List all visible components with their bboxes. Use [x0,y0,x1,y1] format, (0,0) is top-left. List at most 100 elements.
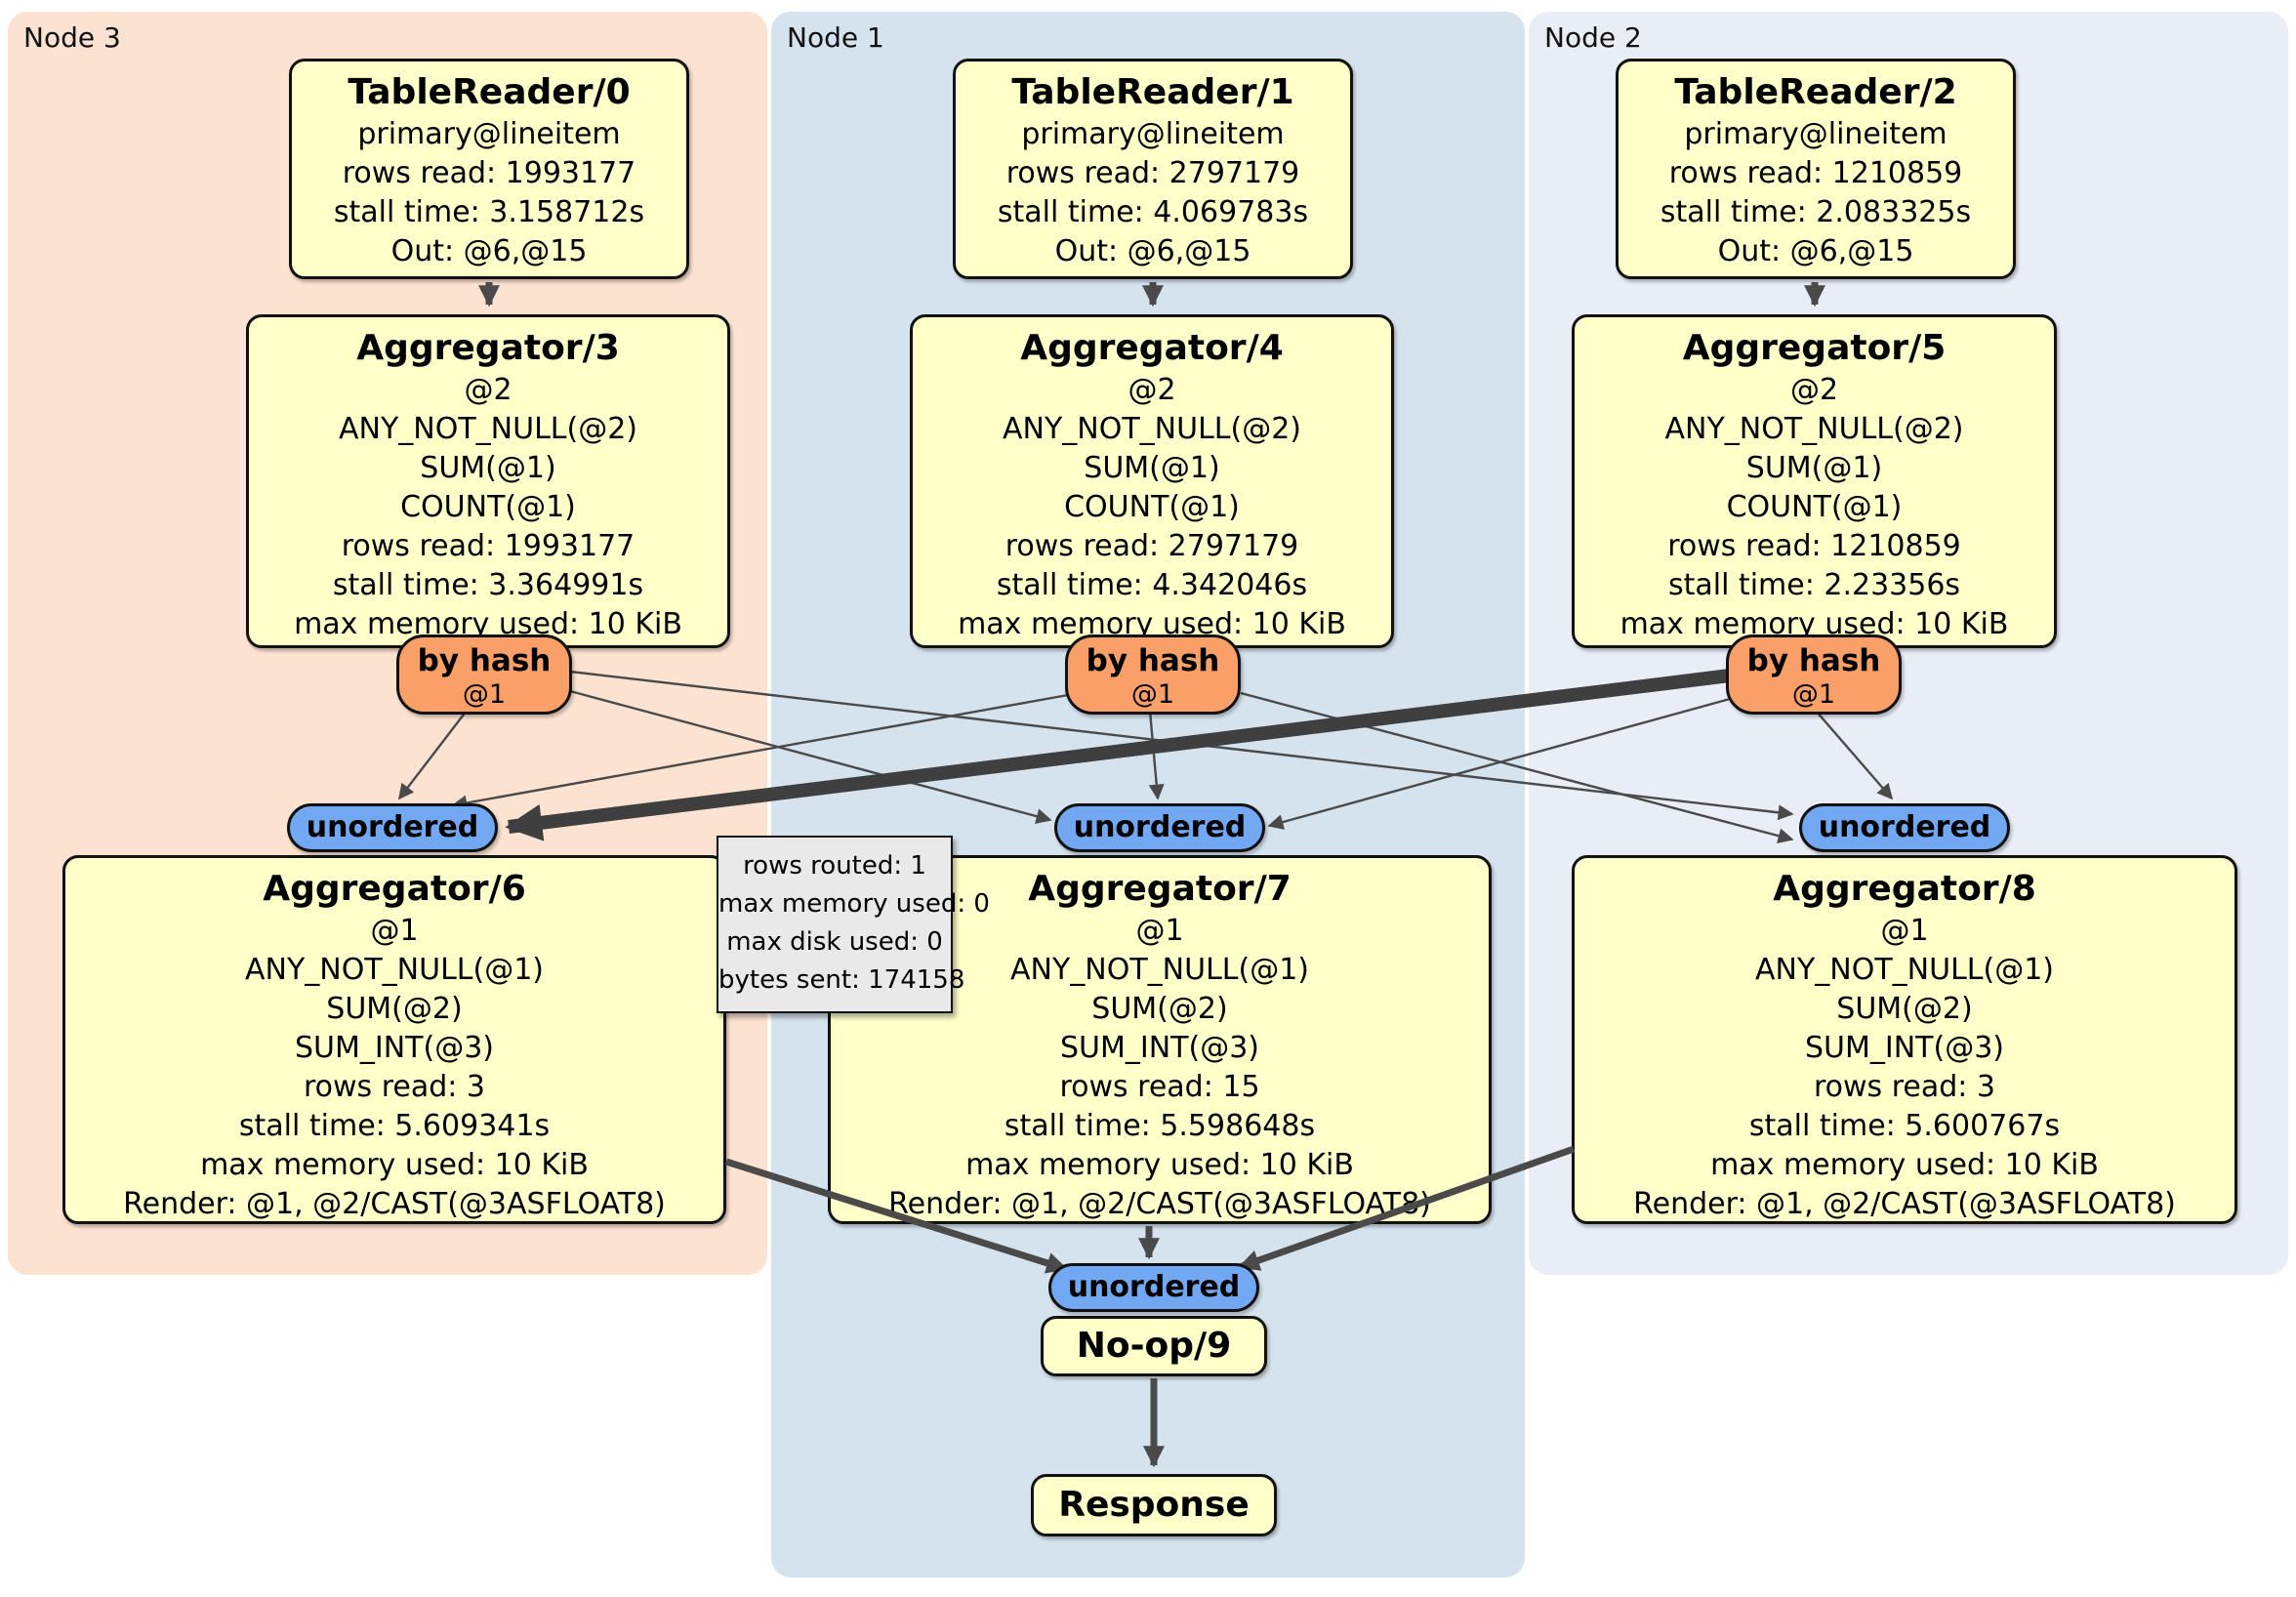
detail-line: SUM(@2) [1836,992,1973,1026]
detail-line: SUM(@1) [1745,451,1883,485]
detail-line: rows read: 1210859 [1668,156,1963,190]
processor-tablereader-2[interactable]: TableReader/2 primary@lineitem rows read:… [1616,59,2016,279]
stream-unordered-node2[interactable]: unordered [1799,803,2010,852]
detail-line: stall time: 2.083325s [1660,195,1972,229]
detail-line: @2 [464,373,512,407]
detail-line: SUM_INT(@3) [1805,1031,2004,1065]
detail-line: rows read: 15 [1059,1070,1260,1104]
detail-line: bytes sent: 174158 [718,965,965,995]
processor-title: Aggregator/3 [356,328,620,368]
stream-label: unordered [1818,810,1991,844]
processor-title: TableReader/2 [1674,72,1957,112]
processor-title: Aggregator/6 [263,869,526,909]
detail-line: primary@lineitem [1684,117,1948,151]
panel-node-2-label: Node 2 [1544,21,1642,54]
detail-line: max memory used: 10 KiB [1710,1148,2099,1182]
detail-line: primary@lineitem [357,117,621,151]
router-by-hash-node3[interactable]: by hash @1 [396,635,572,715]
stream-unordered-node1[interactable]: unordered [1054,803,1265,852]
processor-details: primary@lineitem rows read: 1210859 stall … [1619,115,2013,271]
detail-line: stall time: 4.342046s [996,568,1308,602]
detail-line: @1 [1880,914,1929,948]
detail-line: Render: @1, @2/CAST(@3ASFLOAT8) [1633,1187,2176,1221]
router-by-hash-node2[interactable]: by hash @1 [1726,635,1902,715]
detail-line: rows read: 3 [1813,1070,1996,1104]
processor-title: Aggregator/5 [1682,328,1947,368]
router-key: @1 [1791,679,1836,710]
stream-label: unordered [306,810,479,844]
processor-title: Response [1058,1485,1250,1525]
router-key: @1 [462,679,507,710]
router-label: by hash [1086,643,1220,678]
detail-line: SUM(@1) [1084,451,1220,485]
processor-title: Aggregator/4 [1020,328,1284,368]
detail-line: Out: @6,@15 [1717,234,1914,268]
router-by-hash-node1[interactable]: by hash @1 [1065,635,1241,715]
stream-unordered-node3[interactable]: unordered [287,803,498,852]
detail-line: Out: @6,@15 [1054,234,1251,268]
detail-line: stall time: 5.609341s [238,1109,551,1143]
detail-line: rows read: 1993177 [341,529,636,563]
detail-line: Out: @6,@15 [390,234,588,268]
detail-line: max memory used: 0 [718,889,990,919]
detail-line: SUM(@1) [420,451,556,485]
detail-line: Render: @1, @2/CAST(@3ASFLOAT8) [123,1187,666,1221]
detail-line: stall time: 5.600767s [1748,1109,2061,1143]
detail-line: @2 [1789,373,1839,407]
detail-line: rows routed: 1 [743,851,926,880]
detail-line: ANY_NOT_NULL(@1) [245,953,544,987]
processor-title: Aggregator/7 [1028,869,1292,909]
detail-line: ANY_NOT_NULL(@2) [1003,412,1301,446]
detail-line: @2 [1128,373,1176,407]
detail-line: SUM_INT(@3) [1060,1031,1259,1065]
detail-line: rows read: 1993177 [342,156,636,190]
router-label: by hash [417,643,552,678]
stream-label: unordered [1073,810,1247,844]
processor-title: Aggregator/8 [1773,869,2036,909]
stream-unordered-final[interactable]: unordered [1048,1263,1259,1312]
processor-noop-9[interactable]: No-op/9 [1041,1316,1267,1376]
detail-line: ANY_NOT_NULL(@2) [1664,412,1964,446]
panel-node-1-label: Node 1 [787,21,884,54]
detail-line: COUNT(@1) [400,490,576,524]
processor-details: primary@lineitem rows read: 1993177 stall … [292,115,686,271]
detail-line: SUM(@2) [326,992,463,1026]
detail-line: stall time: 3.158712s [333,195,645,229]
detail-line: stall time: 4.069783s [997,195,1309,229]
detail-line: primary@lineitem [1021,117,1285,151]
router-label: by hash [1746,643,1881,678]
detail-line: stall time: 3.364991s [332,568,644,602]
detail-line: max memory used: 10 KiB [200,1148,589,1182]
response-box[interactable]: Response [1031,1474,1277,1536]
detail-line: COUNT(@1) [1726,490,1903,524]
detail-line: Render: @1, @2/CAST(@3ASFLOAT8) [888,1187,1431,1221]
processor-title: TableReader/1 [1011,72,1294,112]
detail-line: COUNT(@1) [1064,490,1240,524]
router-key: @1 [1130,679,1175,710]
processor-title: No-op/9 [1076,1326,1232,1366]
detail-line: ANY_NOT_NULL(@1) [1010,953,1309,987]
detail-line: rows read: 2797179 [1004,529,1299,563]
detail-line: rows read: 3 [303,1070,486,1104]
detail-line: max memory used: 10 KiB [965,1148,1354,1182]
detail-line: rows read: 1210859 [1667,529,1961,563]
detail-line: stall time: 2.23356s [1667,568,1961,602]
detail-line: @1 [1135,914,1184,948]
panel-node-3-label: Node 3 [23,21,121,54]
detail-line: max disk used: 0 [726,927,943,957]
detail-line: @1 [370,914,419,948]
detail-line: ANY_NOT_NULL(@1) [1755,953,2054,987]
detail-line: SUM_INT(@3) [295,1031,494,1065]
